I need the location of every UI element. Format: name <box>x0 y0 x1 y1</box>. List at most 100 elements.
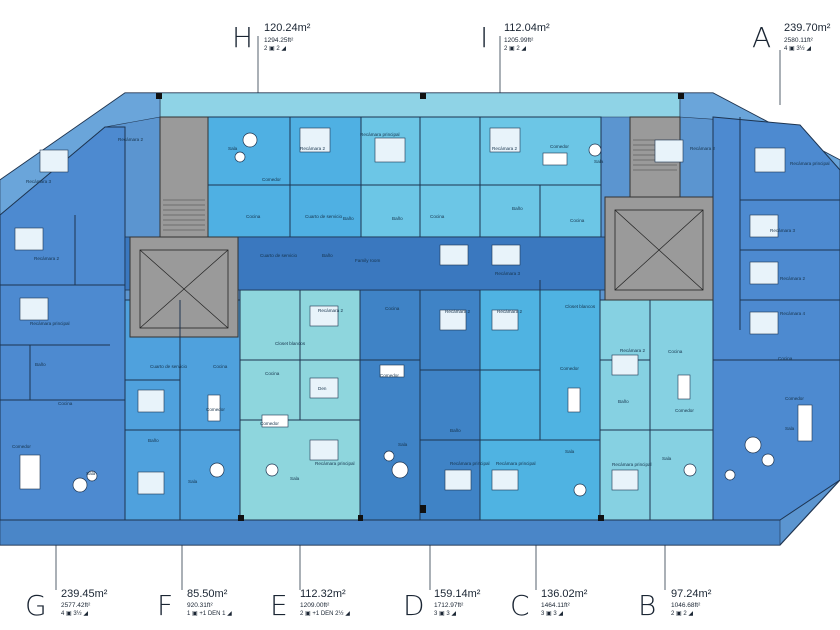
room-label: Comedor <box>560 366 579 371</box>
room-label: Cocina <box>430 214 445 219</box>
room-label: Sala <box>188 479 198 484</box>
round-tables <box>72 132 775 497</box>
unit-rooms: 2 ▣ 2 ◢ <box>264 46 286 52</box>
columns <box>156 93 684 521</box>
unit-letter: A <box>752 21 772 54</box>
unit-area: 112.32m² <box>300 588 346 600</box>
unit-i <box>360 116 602 238</box>
room-label: Sala <box>290 476 300 481</box>
room-label: Comedor <box>260 421 279 426</box>
room-label: Recámara 2 <box>620 348 645 353</box>
room-label: Cuarto de servicio <box>150 364 187 369</box>
room-label: Recámara 3 <box>770 228 795 233</box>
room-label: Comedor <box>206 407 225 412</box>
room-label: Comedor <box>785 396 804 401</box>
unit-rooms: 4 ▣ 3½ ◢ <box>784 46 811 52</box>
room-label: Recámara principal <box>612 462 652 467</box>
room-label: Baño <box>512 206 523 211</box>
unit-letter: D <box>403 589 425 622</box>
room-label: Recámara 2 <box>118 137 143 142</box>
room-label: Cocina <box>58 401 73 406</box>
unit-letter: B <box>638 589 657 622</box>
room-label: Sala <box>398 442 408 447</box>
room-label: Sala <box>785 426 795 431</box>
room-label: Recámara principal <box>30 321 70 326</box>
unit-area: 136.02m² <box>541 588 588 600</box>
unit-area: 85.50m² <box>187 588 228 600</box>
room-label: Recámara 2 <box>690 146 715 151</box>
dining-tables <box>19 152 813 490</box>
room-label: Comedor <box>550 144 569 149</box>
unit-area: 120.24m² <box>264 22 311 34</box>
room-label: Recámara principal <box>315 461 355 466</box>
unit-area: 112.04m² <box>504 22 550 34</box>
room-label: Comedor <box>12 444 31 449</box>
room-label: Sala <box>662 456 672 461</box>
core-left <box>129 116 239 338</box>
room-label: Recámara 3 <box>495 271 520 276</box>
room-label: Recámara 2 <box>300 146 325 151</box>
room-label: Den <box>318 386 327 391</box>
unit-letter: E <box>270 589 288 622</box>
room-label: Recámara 2 <box>318 308 343 313</box>
room-label: Cuarto de servicio <box>260 253 297 258</box>
unit-rooms: 4 ▣ 3½ ◢ <box>61 611 88 617</box>
unit-sqft: 1046.68ft² <box>671 602 701 609</box>
room-label: Recámara 2 <box>445 309 470 314</box>
room-label: Family room <box>355 258 380 263</box>
unit-sqft: 1209.00ft² <box>300 602 330 609</box>
room-label: Cocina <box>778 356 793 361</box>
unit-sqft: 2580.11ft² <box>784 37 813 44</box>
room-label: Comedor <box>380 373 399 378</box>
unit-sqft: 1205.99ft² <box>504 37 534 44</box>
room-label: Recámara 2 <box>497 309 522 314</box>
room-label: Recámara 2 <box>492 146 517 151</box>
room-label: Closet blancos <box>565 304 596 309</box>
partitions <box>0 117 840 520</box>
room-label: Baño <box>35 362 46 367</box>
unit-letter: G <box>25 589 47 622</box>
room-label: Baño <box>322 253 333 258</box>
unit-sqft: 920.31ft² <box>187 602 213 609</box>
unit-letter: F <box>157 589 174 622</box>
unit-letter: H <box>232 21 254 54</box>
room-label: Recámara principal <box>450 461 490 466</box>
room-label: Baño <box>618 399 629 404</box>
room-label: Cocina <box>570 218 585 223</box>
room-label: Recámara 2 <box>780 276 805 281</box>
unit-rooms: 2 ▣ +1 DEN 2½ ◢ <box>300 611 350 617</box>
unit-sqft: 1712.97ft² <box>434 602 464 609</box>
room-label: Recámara principal <box>790 161 830 166</box>
unit-sqft: 2577.42ft² <box>61 602 91 609</box>
room-label: Recámara 4 <box>780 311 805 316</box>
beds <box>14 127 786 495</box>
terrace-bottom <box>0 519 781 546</box>
room-label: Cocina <box>213 364 228 369</box>
room-label: Recámara principal <box>360 132 400 137</box>
unit-letter: C <box>510 589 530 622</box>
room-label: Cocina <box>246 214 261 219</box>
unit-rooms: 3 ▣ 3 ◢ <box>434 611 456 617</box>
room-labels: Recámara 2 Recámara 3 Recámara 2 Recámar… <box>12 132 830 484</box>
room-label: Recámara 3 <box>26 179 51 184</box>
room-label: Cocina <box>385 306 400 311</box>
room-label: Cuarto de servicio <box>305 214 342 219</box>
unit-area: 239.70m² <box>784 22 831 34</box>
unit-area: 239.45m² <box>61 588 108 600</box>
room-label: Recámara principal <box>496 461 536 466</box>
room-label: Comedor <box>675 408 694 413</box>
room-label: Baño <box>148 438 159 443</box>
room-label: Baño <box>343 216 354 221</box>
room-label: Closet blancos <box>275 341 306 346</box>
unit-letter: I <box>480 21 489 54</box>
room-label: Recámara 2 <box>34 256 59 261</box>
unit-sqft: 1294.25ft² <box>264 37 294 44</box>
unit-rooms: 2 ▣ 2 ◢ <box>671 611 693 617</box>
room-label: Sala <box>228 146 238 151</box>
unit-rooms: 1 ▣ +1 DEN 1 ◢ <box>187 611 232 617</box>
room-label: Sala <box>594 159 604 164</box>
unit-area: 159.14m² <box>434 588 481 600</box>
unit-area: 97.24m² <box>671 588 712 600</box>
unit-sqft: 1464.11ft² <box>541 602 570 609</box>
